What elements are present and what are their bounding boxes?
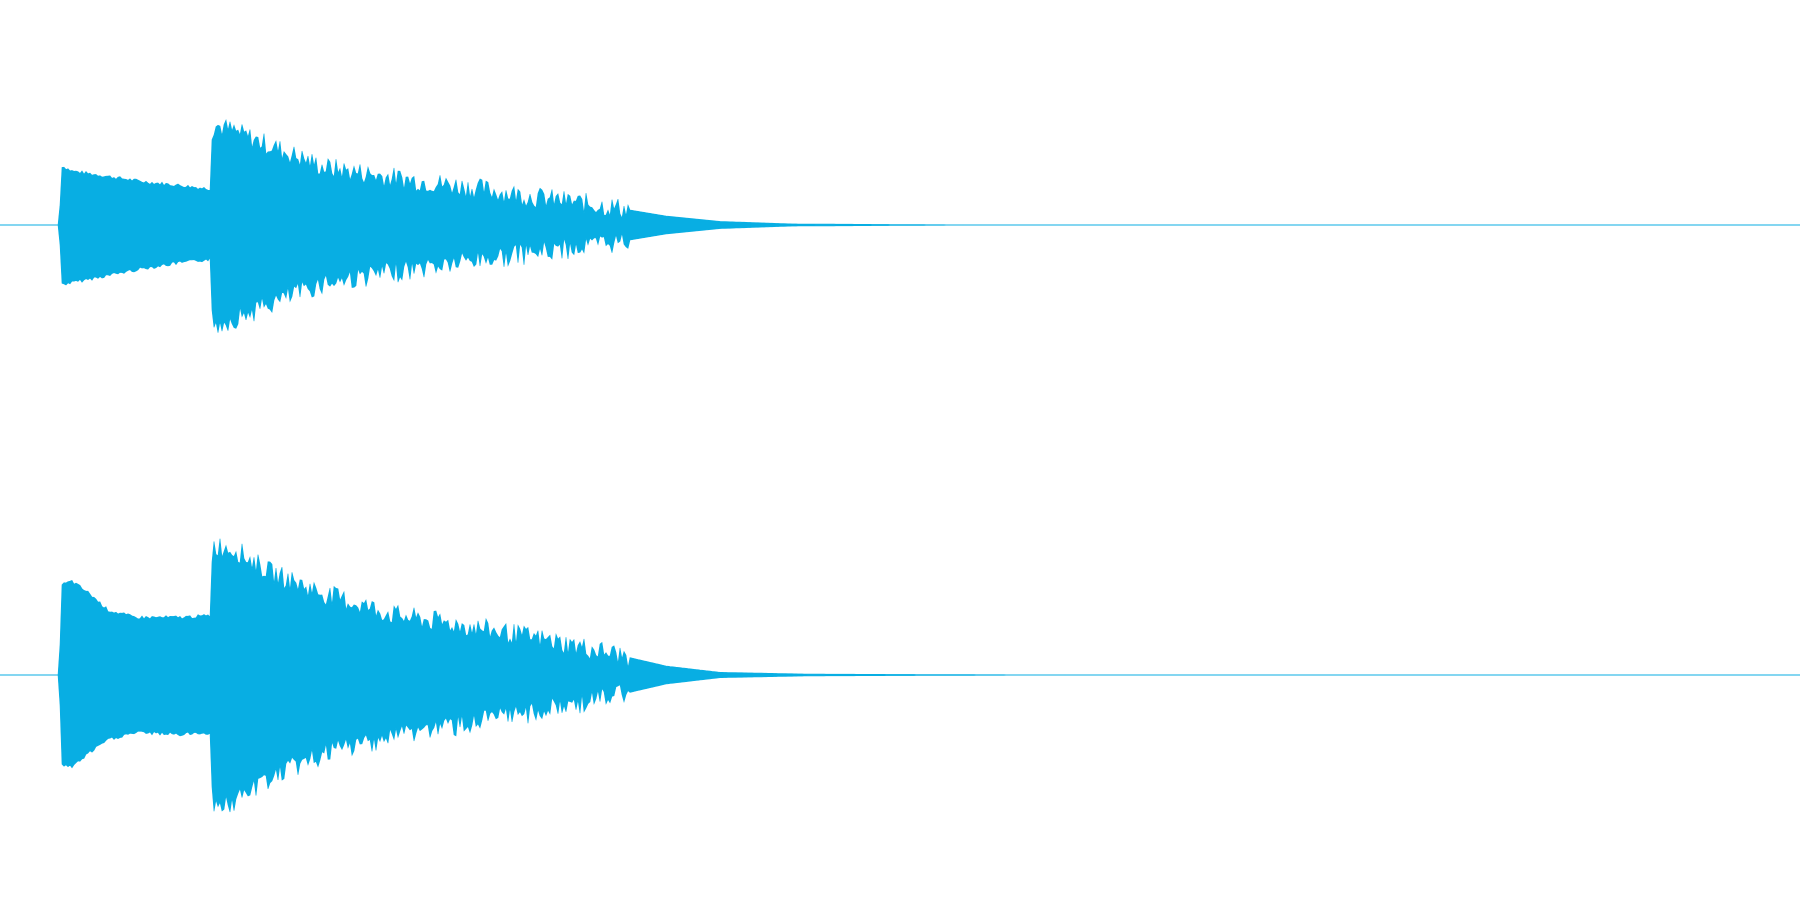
channel-2-envelope bbox=[0, 538, 1800, 813]
channel-1-envelope bbox=[0, 118, 1800, 333]
channel-1-waveform bbox=[0, 118, 1800, 333]
channel-2-waveform bbox=[0, 538, 1800, 813]
